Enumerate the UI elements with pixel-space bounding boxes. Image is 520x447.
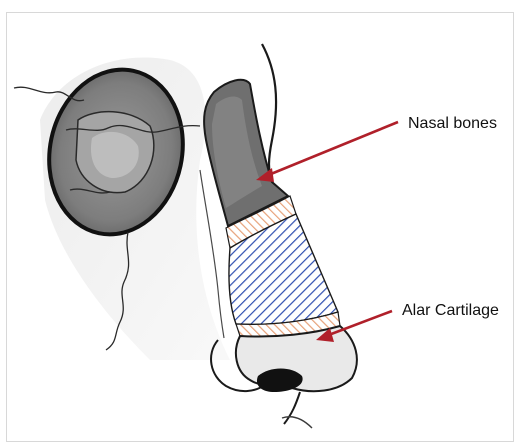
label-nasal-bones: Nasal bones: [408, 115, 497, 133]
nasal-bones-arrow: [256, 122, 398, 182]
label-alar-cartilage: Alar Cartilage: [402, 302, 499, 320]
columella: [284, 392, 300, 424]
